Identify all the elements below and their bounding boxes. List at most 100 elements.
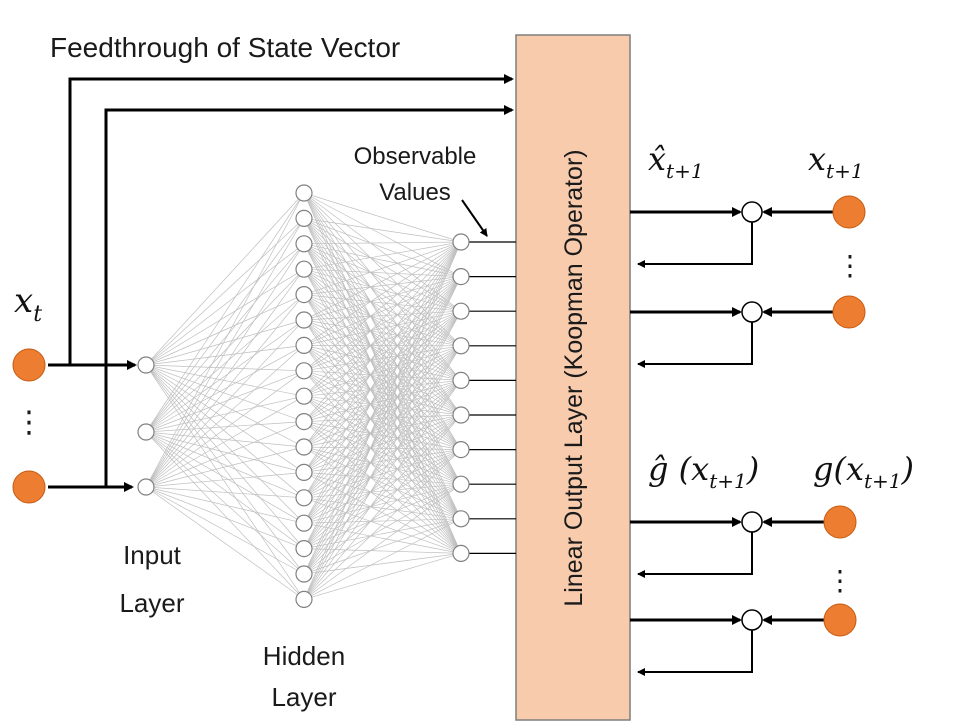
mesh-line [303, 276, 462, 499]
mesh-line [303, 310, 462, 346]
mesh-line [303, 472, 462, 520]
x-hat-next-label: x̂t+1 [648, 140, 704, 183]
mesh-line [303, 310, 462, 321]
mesh-line [303, 553, 462, 575]
mesh-line [303, 380, 462, 575]
mesh-line [303, 370, 462, 485]
mesh-line [303, 497, 462, 554]
mesh-line [145, 486, 305, 549]
mesh-line [303, 380, 462, 448]
target-node [832, 195, 866, 229]
mesh-line [303, 241, 462, 321]
input-layer-label-1: Input [123, 540, 182, 570]
observable-node [452, 544, 470, 563]
hidden-layer-nodes [295, 184, 313, 609]
input-arrows [48, 360, 137, 492]
mesh-line [303, 345, 462, 448]
mesh-line [303, 310, 462, 499]
mesh-line [145, 243, 305, 433]
mesh-line [303, 268, 462, 381]
mesh-line [303, 483, 462, 499]
mesh-line [303, 241, 462, 600]
mesh-line [303, 518, 462, 524]
mesh-line [303, 446, 462, 554]
mesh-line [303, 218, 462, 277]
mesh-line [303, 294, 462, 416]
mesh-line [303, 421, 462, 450]
mesh-line [303, 553, 462, 600]
hidden-node [295, 565, 313, 583]
mesh-line [303, 268, 462, 277]
mesh-line [303, 414, 462, 422]
mesh-line [145, 345, 305, 366]
mesh-line [303, 268, 462, 416]
mesh-line [303, 449, 462, 473]
mesh-line [303, 241, 462, 473]
mesh-line [303, 319, 462, 554]
mesh-line [145, 395, 305, 488]
mesh-line [303, 380, 462, 524]
mesh-line [303, 449, 462, 575]
mesh-line [303, 294, 462, 450]
hidden-node [295, 209, 313, 227]
mesh-line [303, 268, 462, 450]
mesh-line [303, 310, 462, 397]
mesh-line [303, 472, 462, 485]
g-hat-next-label: ĝ (xt+1) [648, 450, 759, 493]
input-layer-nodes [137, 356, 155, 496]
mesh-line [303, 276, 462, 473]
network-connections [145, 192, 462, 600]
mesh-line [303, 370, 462, 381]
mesh-line [303, 241, 462, 245]
target-node [832, 295, 866, 329]
hidden-node [295, 413, 313, 431]
mesh-line [145, 431, 305, 448]
mesh-line [303, 449, 462, 524]
mesh-line [145, 192, 305, 366]
hidden-node [295, 235, 313, 253]
state-input-node-1 [12, 348, 46, 382]
mesh-line [303, 449, 462, 499]
mesh-line [303, 370, 462, 416]
mesh-line [303, 414, 462, 448]
observable-pointer-arrow [461, 199, 488, 237]
mesh-line [145, 472, 305, 488]
hidden-node [295, 387, 313, 405]
feedback-arrow [637, 322, 753, 368]
mesh-line [145, 486, 305, 600]
mesh-line [145, 192, 305, 433]
g-next-label: g(xt+1) [813, 450, 914, 493]
mesh-line [303, 218, 462, 450]
mesh-line [303, 446, 462, 520]
mesh-line [303, 319, 462, 381]
mesh-line [303, 241, 462, 549]
observable-node [452, 233, 470, 251]
mesh-line [303, 218, 462, 312]
observable-node [452, 441, 470, 459]
mesh-line [303, 345, 462, 416]
mesh-line [303, 414, 462, 575]
x-t-label: xt [14, 281, 42, 327]
mesh-line [303, 345, 462, 520]
mesh-line [145, 486, 305, 575]
mesh-line [145, 486, 305, 524]
mesh-line [303, 345, 462, 450]
mesh-line [145, 421, 305, 488]
mesh-line [303, 218, 462, 381]
mesh-line [145, 364, 305, 499]
mesh-line [145, 431, 305, 524]
koopman-operator-box [515, 34, 631, 721]
mesh-line [303, 310, 462, 473]
mesh-line [303, 380, 462, 422]
feedthrough-line-1 [68, 74, 514, 365]
mesh-line [303, 241, 462, 422]
observable-output-lines [469, 241, 516, 555]
mesh-line [303, 276, 462, 346]
hidden-node [295, 539, 313, 558]
mesh-line [303, 276, 462, 448]
hidden-node [295, 286, 313, 304]
mesh-line [145, 364, 305, 473]
hidden-layer-label-2: Layer [271, 682, 336, 712]
input-layer-label-2: Layer [119, 588, 184, 618]
